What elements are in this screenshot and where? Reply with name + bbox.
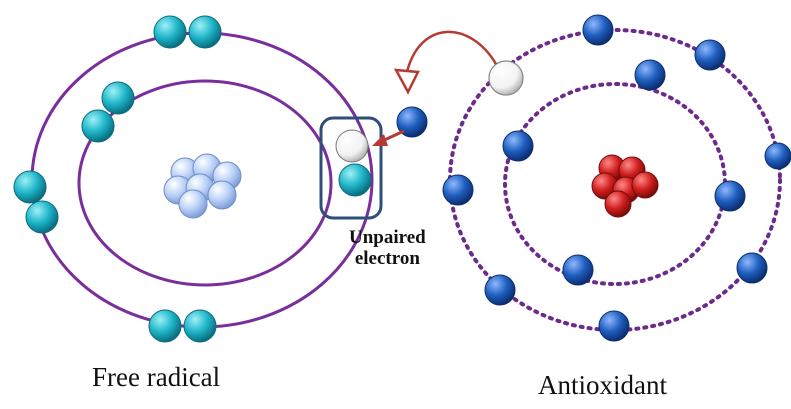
electron bbox=[183, 309, 217, 343]
electron bbox=[736, 252, 768, 284]
unpaired-label-line2: electron bbox=[354, 247, 420, 269]
antioxidant-label: Antioxidant bbox=[538, 370, 667, 400]
free-radical-label: Free radical bbox=[92, 362, 221, 392]
unpaired-label-line1: Unpaired bbox=[349, 227, 426, 248]
antioxidant-atom bbox=[396, 14, 791, 342]
antioxidant-electrons bbox=[396, 14, 791, 342]
electron bbox=[148, 309, 182, 343]
electron bbox=[562, 254, 594, 286]
electron bbox=[442, 174, 474, 206]
electron bbox=[764, 142, 791, 170]
electron bbox=[598, 310, 630, 342]
electron bbox=[153, 15, 187, 49]
electron bbox=[634, 59, 666, 91]
electron bbox=[81, 109, 115, 143]
electron bbox=[582, 14, 614, 46]
curved-arrow-icon bbox=[393, 30, 498, 95]
donated-electron bbox=[488, 60, 524, 96]
free-radical-nucleus-icon bbox=[163, 153, 242, 219]
electron bbox=[101, 81, 135, 115]
antioxidant-nucleus-icon bbox=[591, 154, 659, 218]
unpaired-electron-highlight-box bbox=[319, 116, 383, 220]
electron bbox=[484, 274, 516, 306]
electron bbox=[396, 106, 428, 138]
unpaired-electron-slot bbox=[335, 129, 369, 163]
free-radical-atom bbox=[13, 15, 374, 343]
electron bbox=[694, 39, 726, 71]
electron bbox=[338, 163, 372, 197]
electron bbox=[13, 170, 47, 204]
electron bbox=[25, 200, 59, 234]
electron bbox=[502, 130, 534, 162]
electron bbox=[714, 180, 746, 212]
unpaired-electron-label: Unpaired electron bbox=[349, 227, 426, 270]
pointer-arrow-icon bbox=[372, 129, 405, 146]
free-radical-inner-orbit bbox=[77, 79, 333, 287]
electron bbox=[188, 15, 222, 49]
free-radical-electrons bbox=[13, 15, 372, 343]
